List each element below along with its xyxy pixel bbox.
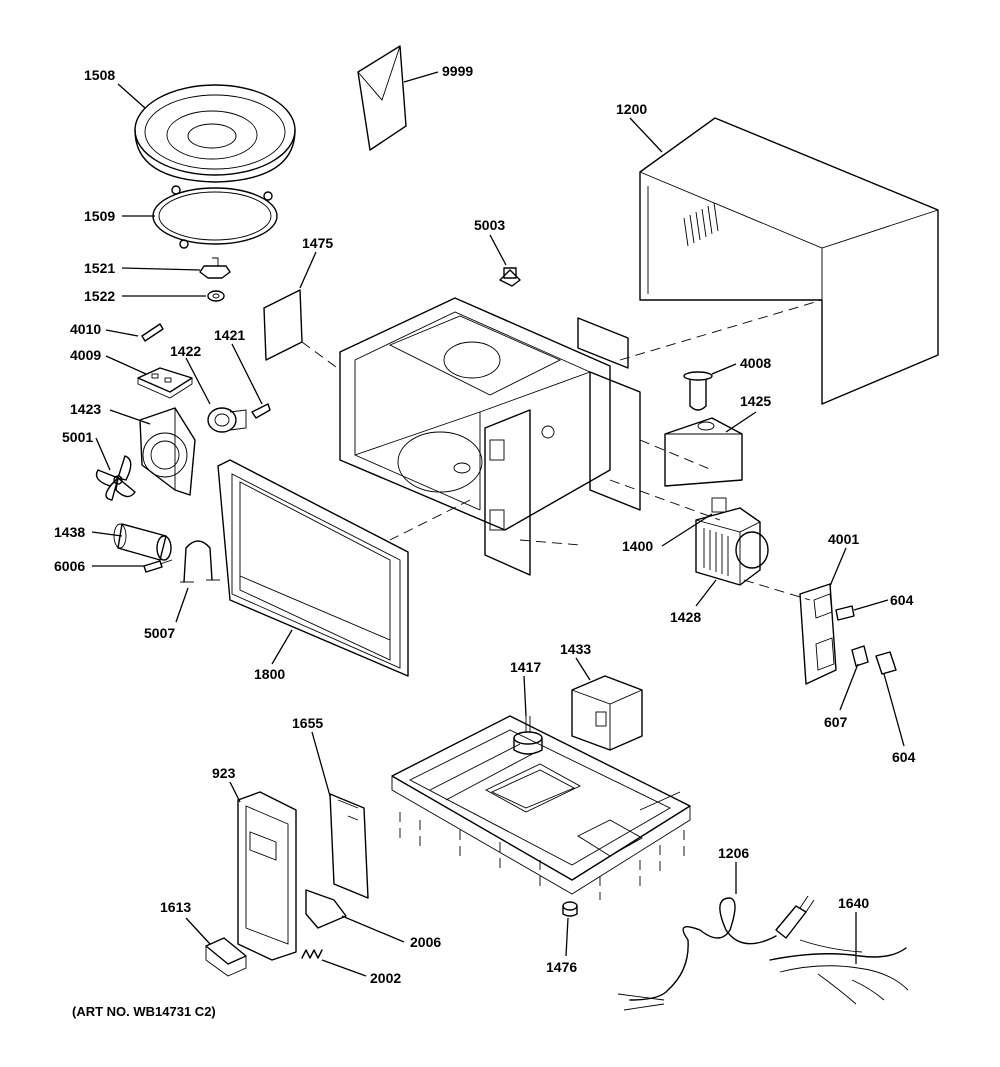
label-9999: 9999 (442, 63, 473, 79)
label-1655: 1655 (292, 715, 323, 731)
label-1433: 1433 (560, 641, 591, 657)
control-board-1655 (329, 793, 369, 899)
assembly-lines (301, 299, 823, 601)
label-1508: 1508 (84, 67, 115, 83)
label-4008: 4008 (740, 355, 771, 371)
label-2006: 2006 (410, 934, 441, 950)
label-1438: 1438 (54, 524, 85, 540)
label-1475 (263, 289, 303, 361)
glass-tray-1508 (134, 84, 296, 183)
label-604-lower: 604 (892, 749, 916, 765)
power-cord-1206 (617, 895, 815, 1011)
capacitor-1438 (113, 523, 172, 561)
part-labels: 1508 9999 1200 1509 5003 1475 1521 1522 … (54, 63, 916, 1019)
label-4010: 4010 (70, 321, 101, 337)
board-4009 (137, 367, 193, 399)
label-1206: 1206 (718, 845, 749, 861)
label-6006: 6006 (54, 558, 85, 574)
label-1417: 1417 (510, 659, 541, 675)
art-number: (ART NO. WB14731 C2) (72, 1004, 216, 1019)
switch-604-upper (835, 605, 855, 621)
oven-cavity (339, 297, 641, 576)
coupler-1521 (199, 257, 231, 279)
door-1800 (217, 459, 409, 677)
switch-604-lower (875, 651, 897, 675)
roller-ring-1509 (152, 185, 278, 249)
label-1400: 1400 (622, 538, 653, 554)
motor-1422 (207, 407, 247, 433)
magnetron-1400 (695, 497, 769, 586)
label-back (577, 317, 629, 369)
switch-607 (851, 645, 869, 667)
label-5003: 5003 (474, 217, 505, 233)
label-1800: 1800 (254, 666, 285, 682)
label-4009: 4009 (70, 347, 101, 363)
base-plate (391, 715, 691, 895)
bracket-5007 (180, 540, 220, 583)
thermostat-4008 (683, 371, 713, 411)
label-1522: 1522 (84, 288, 115, 304)
label-1476: 1476 (546, 959, 577, 975)
turntable-motor-1417 (513, 716, 543, 755)
label-1475: 1475 (302, 235, 333, 251)
label-2002: 2002 (370, 970, 401, 986)
fan-blade-5001 (95, 455, 136, 501)
label-1521: 1521 (84, 260, 115, 276)
latch-4001 (799, 583, 837, 685)
screws (399, 812, 685, 900)
wire-harness-1640 (769, 939, 909, 1005)
label-5001: 5001 (62, 429, 93, 445)
fuse-4010 (141, 323, 164, 342)
fan-housing-1423 (139, 407, 196, 496)
label-1509: 1509 (84, 208, 115, 224)
shield-1425 (664, 417, 743, 487)
label-4001: 4001 (828, 531, 859, 547)
diode-6006 (143, 559, 173, 573)
literature-9999 (357, 45, 407, 151)
transformer-1433 (571, 675, 643, 751)
spring-2002 (301, 949, 323, 959)
label-607: 607 (824, 714, 848, 730)
switch-1421 (251, 403, 271, 419)
label-1428: 1428 (670, 609, 701, 625)
control-panel-923 (237, 791, 297, 961)
label-604-upper: 604 (890, 592, 914, 608)
leader-lines (91, 71, 905, 977)
foot-1476 (562, 901, 578, 917)
label-1421: 1421 (214, 327, 245, 343)
label-1200: 1200 (616, 101, 647, 117)
lamp-5003 (499, 267, 521, 287)
label-1425: 1425 (740, 393, 771, 409)
label-923: 923 (212, 765, 236, 781)
label-1422: 1422 (170, 343, 201, 359)
label-1423: 1423 (70, 401, 101, 417)
button-1613 (205, 937, 247, 977)
outer-case-1200 (639, 117, 939, 405)
latch-2006 (305, 889, 347, 929)
label-5007: 5007 (144, 625, 175, 641)
label-1613: 1613 (160, 899, 191, 915)
label-1640: 1640 (838, 895, 869, 911)
washer-1522 (207, 290, 225, 302)
